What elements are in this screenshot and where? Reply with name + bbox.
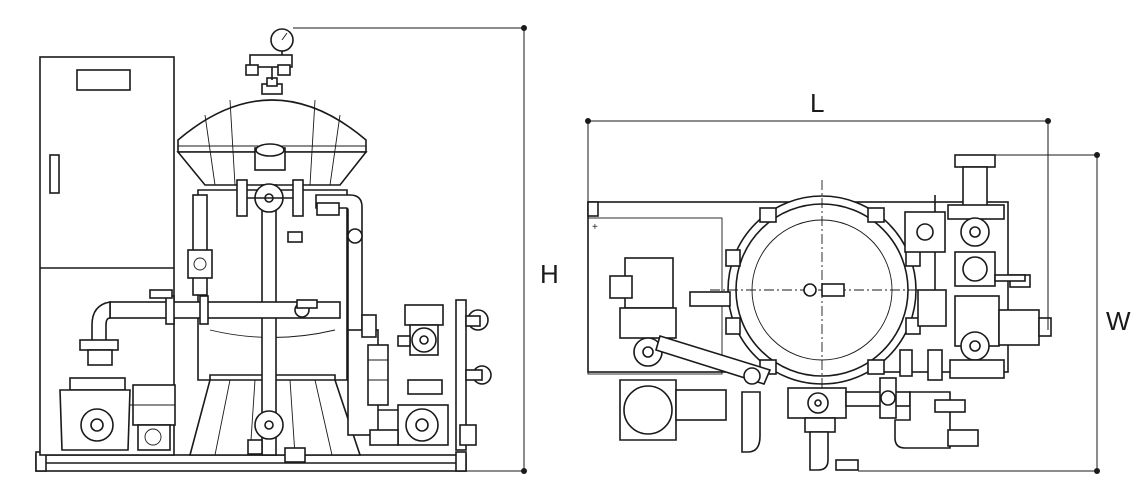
height-dimension: [293, 25, 527, 474]
central-pipe: [236, 179, 304, 456]
plan-view: +: [585, 88, 1131, 474]
length-dimension: [585, 118, 1051, 330]
plan-right-valve-column: [947, 154, 1052, 379]
pressure-gauge: [245, 28, 294, 80]
plan-bottom-piping: [741, 377, 979, 471]
length-label: L: [810, 88, 824, 118]
drain-valve: [247, 439, 306, 463]
lid-valve: [254, 143, 286, 171]
width-dimension: [858, 152, 1100, 474]
right-valve-cluster: [347, 299, 492, 451]
width-label: W: [1106, 306, 1131, 336]
svg-text:+: +: [592, 222, 598, 233]
front-elevation-view: H: [35, 25, 559, 474]
horizontal-suction-pipe: [91, 289, 341, 343]
left-riser-pipe: [187, 194, 213, 296]
plan-pump-unit: [609, 257, 772, 441]
height-label: H: [540, 259, 559, 289]
plan-instruments: [899, 195, 947, 381]
left-pump-unit: [59, 339, 176, 451]
